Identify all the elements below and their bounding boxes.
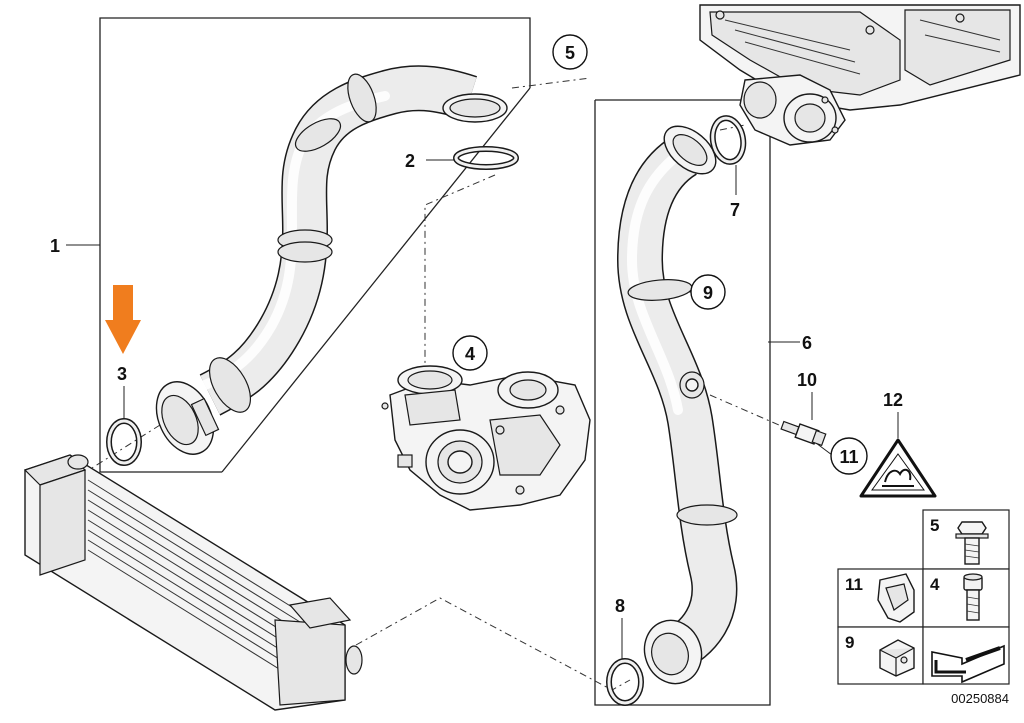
charge-air-hose-1 [155,65,508,455]
svg-text:3: 3 [117,364,127,384]
callout-5[interactable]: 5 [552,34,588,70]
callout-9[interactable]: 9 [690,274,726,310]
svg-text:1: 1 [50,236,60,256]
warning-label-12 [859,438,937,498]
reference-arrow-icon [931,644,1005,684]
legend-cell-5[interactable]: 5 [930,516,989,565]
engine-intake-manifold [699,4,1021,146]
callout-6[interactable]: 6 [802,333,812,353]
socket-bolt-icon [963,573,983,621]
charge-air-pipe-6 [617,125,738,685]
callout-10[interactable]: 10 [797,370,817,390]
legend-cell-4[interactable]: 4 [930,573,983,621]
o-ring-7 [709,115,747,165]
highlight-arrow-icon [105,285,141,354]
svg-text:9: 9 [845,633,854,652]
svg-text:4: 4 [465,344,475,364]
svg-text:2: 2 [405,151,415,171]
svg-text:12: 12 [883,390,903,410]
callout-12[interactable]: 12 [883,390,903,410]
callout-3[interactable]: 3 [117,364,127,384]
svg-text:7: 7 [730,200,740,220]
svg-text:8: 8 [615,596,625,616]
svg-text:11: 11 [845,575,863,594]
bracket-clip-icon [877,573,915,623]
flange-bolt-icon [955,521,989,565]
svg-text:6: 6 [802,333,812,353]
callout-8[interactable]: 8 [615,596,625,616]
callout-4[interactable]: 4 [452,335,488,371]
svg-text:11: 11 [839,447,858,467]
o-ring-8 [606,658,644,706]
o-ring-3 [106,418,142,466]
svg-text:4: 4 [930,575,940,594]
svg-text:00250884: 00250884 [951,691,1009,706]
nut-clip-icon [879,639,915,677]
document-number: 00250884 [951,691,1009,706]
hardware-legend: 5 11 4 9 [837,509,1010,685]
svg-text:10: 10 [797,370,817,390]
o-ring-2 [453,146,519,170]
group-frame-6 [594,99,771,706]
svg-text:5: 5 [565,43,575,63]
sensor-10 [780,420,827,447]
callout-2[interactable]: 2 [405,151,415,171]
callout-7[interactable]: 7 [730,200,740,220]
callout-1[interactable]: 1 [50,236,60,256]
turbocharger [381,365,591,511]
legend-cell-9[interactable]: 9 [845,633,915,677]
callout-11[interactable]: 11 [830,437,868,475]
intercooler [23,454,363,711]
svg-text:9: 9 [703,283,713,303]
svg-text:5: 5 [930,516,939,535]
legend-cell-11[interactable]: 11 [845,573,915,623]
